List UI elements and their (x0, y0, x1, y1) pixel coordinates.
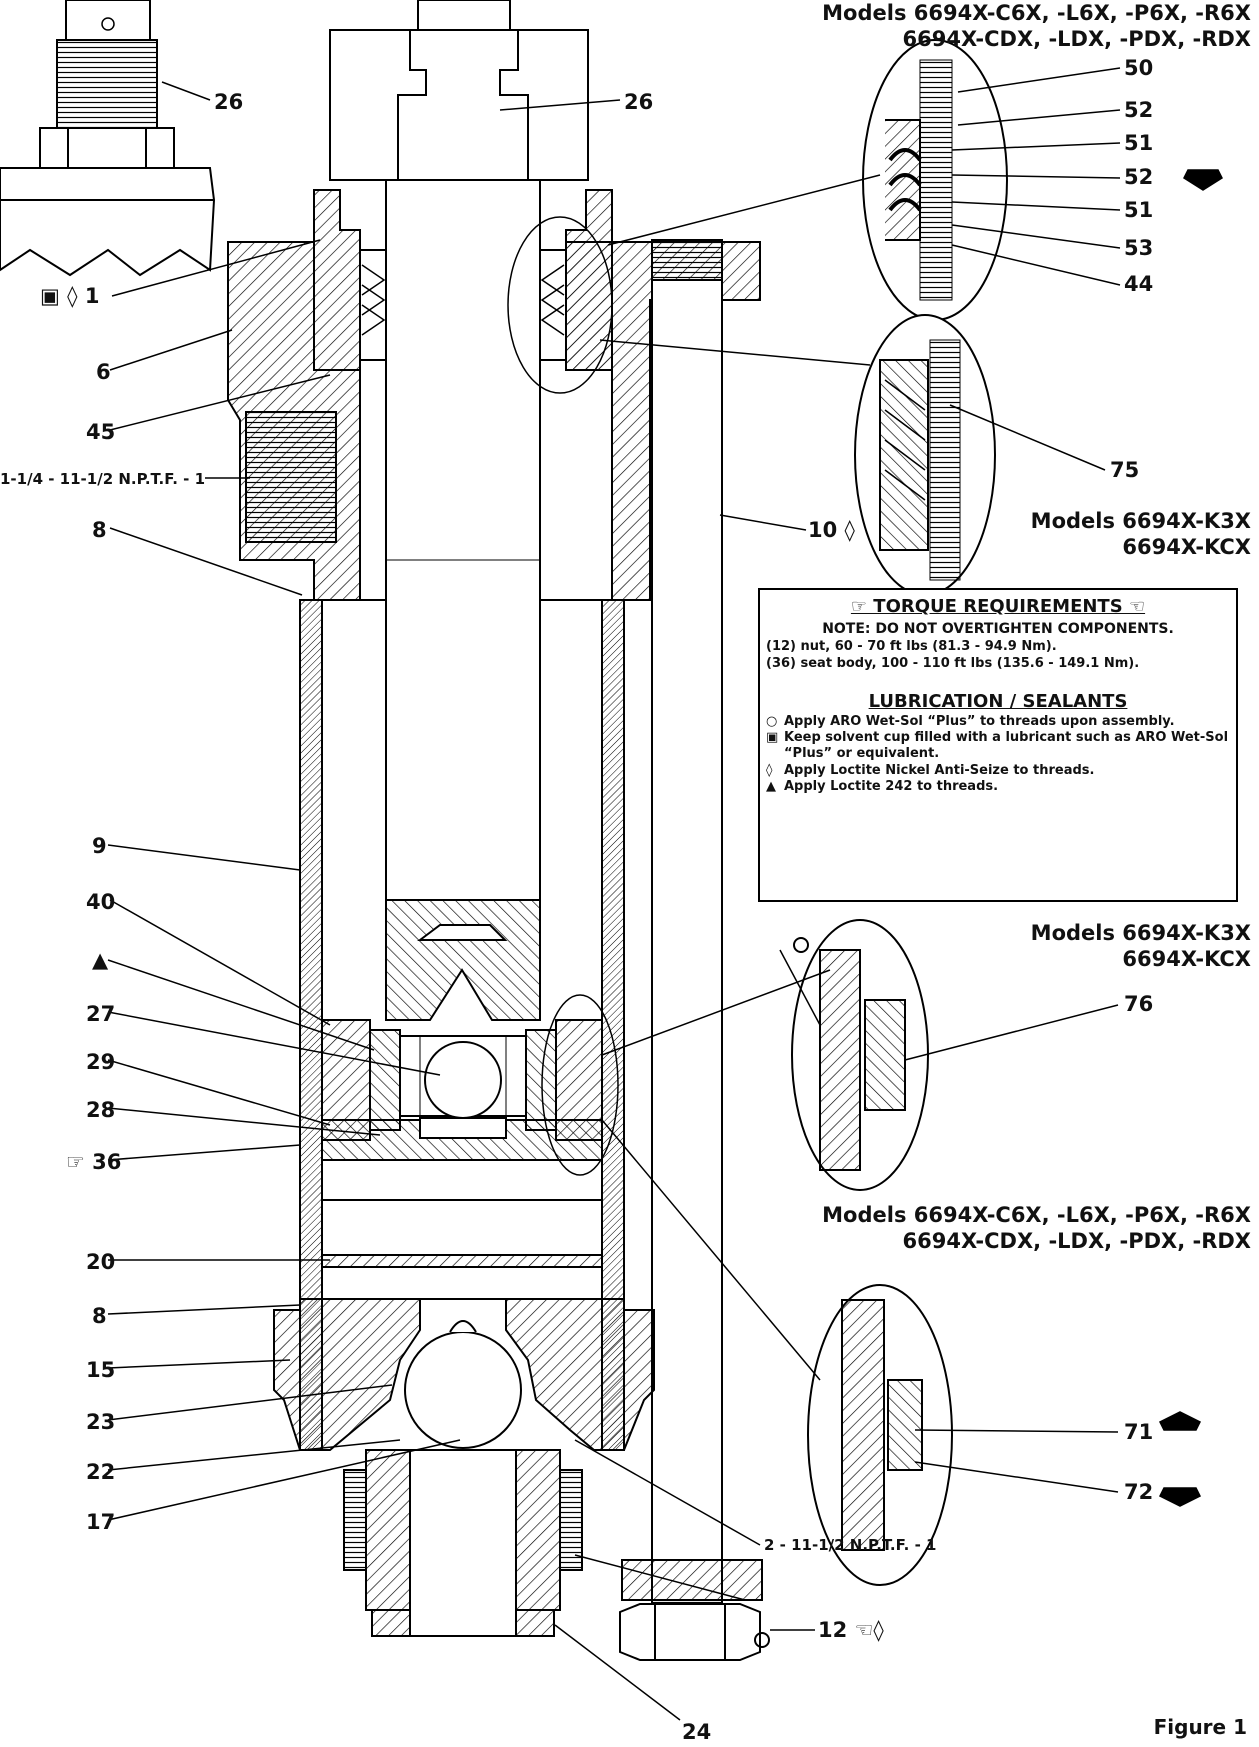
top-models-header: Models 6694X-C6X, -L6X, -P6X, -R6X 6694X… (822, 1, 1251, 52)
label-52-a: 52 (1124, 98, 1154, 122)
label-36: ☞ 36 (66, 1150, 122, 1174)
lube-item: ▣Keep solvent cup filled with a lubrican… (766, 730, 1229, 762)
torque-line-1: (12) nut, 60 - 70 ft lbs (81.3 - 94.9 Nm… (766, 639, 1057, 654)
label-71: 71 (1124, 1420, 1154, 1444)
torque-title: ☞ TORQUE REQUIREMENTS ☜ (850, 596, 1146, 617)
thread-outlet-spec: 2 - 11-1/2 N.P.T.F. - 1 (764, 1536, 937, 1554)
label-9: 9 (92, 834, 107, 858)
label-15: 15 (86, 1358, 116, 1382)
label-44: 44 (1124, 272, 1154, 296)
label-27: 27 (86, 1002, 116, 1026)
detail-packing-76 (791, 919, 929, 1191)
label-17: 17 (86, 1510, 116, 1534)
torque-line-2: (36) seat body, 100 - 110 ft lbs (135.6 … (766, 655, 1140, 671)
label-28: 28 (86, 1098, 116, 1122)
lube-item: ▲Apply Loctite 242 to threads. (766, 778, 999, 794)
label-53: 53 (1124, 236, 1154, 260)
label-75: 75 (1110, 458, 1140, 482)
label-51-a: 51 (1124, 131, 1154, 155)
detail-packing-71-72 (807, 1284, 953, 1586)
mid-models-header: Models 6694X-K3X 6694X-KCX (1030, 509, 1251, 560)
label-20: 20 (86, 1250, 116, 1274)
detail-packing-75 (854, 314, 996, 596)
lower-models-header: Models 6694X-K3X 6694X-KCX (1030, 921, 1251, 972)
label-26-detail: 26 (214, 90, 244, 114)
torque-lubrication-notes: ☞ TORQUE REQUIREMENTS ☜ NOTE: DO NOT OVE… (758, 588, 1238, 902)
label-8-lower: 8 (92, 1304, 107, 1328)
lips-marks (1158, 169, 1223, 1507)
label-29: 29 (86, 1050, 116, 1074)
detail-packing-lips (862, 39, 1008, 321)
lube-item: ◊Apply Loctite Nickel Anti-Seize to thre… (766, 762, 1095, 778)
bottom-models-header: Models 6694X-C6X, -L6X, -P6X, -R6X 6694X… (822, 1203, 1251, 1254)
label-22: 22 (86, 1460, 116, 1484)
label-52-b: 52 (1124, 165, 1154, 189)
label-51-b: 51 (1124, 198, 1154, 222)
torque-note: NOTE: DO NOT OVERTIGHTEN COMPONENTS. (822, 621, 1174, 637)
label-1: ▣ ◊ 1 (40, 284, 100, 308)
label-72: 72 (1124, 1480, 1154, 1504)
label-6: 6 (96, 360, 111, 384)
label-12: 12 ☜◊ (818, 1618, 884, 1642)
label-40: 40 (86, 890, 116, 914)
lube-item: ○Apply ARO Wet-Sol “Plus” to threads upo… (766, 713, 1175, 729)
label-76: 76 (1124, 992, 1154, 1016)
label-8-upper: 8 (92, 518, 107, 542)
label-10: 10 ◊ (808, 518, 855, 542)
label-loctite-242: ▲ (92, 948, 109, 972)
rod-end-detail (0, 0, 216, 277)
lube-title: LUBRICATION / SEALANTS (868, 690, 1128, 712)
figure-label: Figure 1 (1153, 1715, 1247, 1739)
label-24: 24 (682, 1720, 712, 1744)
thread-inlet-spec: 1-1/4 - 11-1/2 N.P.T.F. - 1 (0, 470, 206, 488)
label-23: 23 (86, 1410, 116, 1434)
label-50: 50 (1124, 56, 1154, 80)
label-45: 45 (86, 420, 116, 444)
label-26-main: 26 (624, 90, 654, 114)
